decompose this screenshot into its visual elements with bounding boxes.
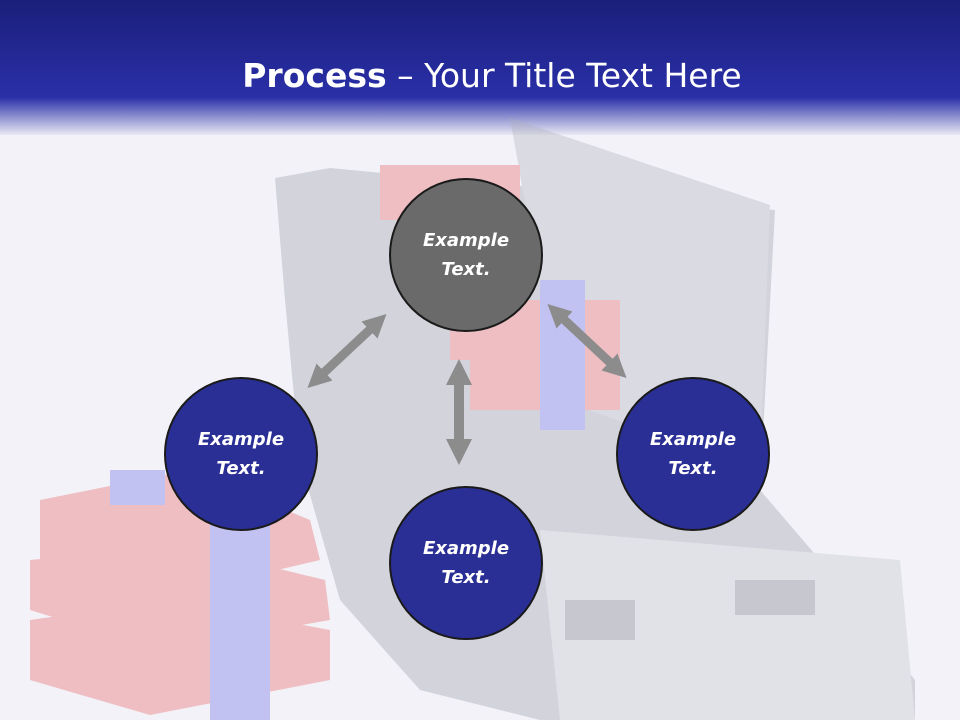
process-step-bottom: Example Text. [389,486,543,640]
step-text-line2: Text. [441,259,491,280]
step-text-line1: Example [197,429,285,450]
step-text-line2: Text. [216,458,266,479]
step-text-line1: Example [422,230,510,251]
title-rest: – Your Title Text Here [386,56,742,95]
process-step-top: Example Text. [389,178,543,332]
step-text-line2: Text. [441,567,491,588]
step-text-line1: Example [649,429,737,450]
process-step-right: Example Text. [616,377,770,531]
arrow-top-left [307,314,387,388]
step-text-line2: Text. [668,458,718,479]
process-step-left: Example Text. [164,377,318,531]
title-bold: Process [242,56,387,95]
slide-title: Process – Your Title Text Here [0,56,960,96]
header-bar [0,0,960,135]
arrow-top-right [547,304,627,378]
step-text-line1: Example [422,538,510,559]
